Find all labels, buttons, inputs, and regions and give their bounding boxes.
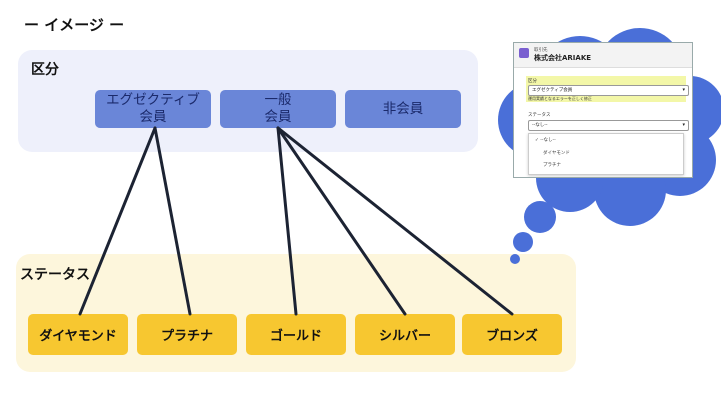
thought-bubble-medium <box>513 232 533 252</box>
mini-header: 取引先 株式会社ARIAKE <box>514 43 692 68</box>
mini-option[interactable]: ダイヤモンド <box>543 151 570 156</box>
connector-line <box>78 126 157 316</box>
mini-option[interactable]: プラチナ <box>543 163 561 168</box>
connector-line <box>276 126 407 316</box>
mini-field1-label: 区分 <box>528 79 537 84</box>
status-silver: シルバー <box>355 314 455 355</box>
mini-subtitle: 取引先 <box>534 48 548 53</box>
mini-field1-value: エグゼクティブ会員 <box>532 88 573 93</box>
mini-field2-select[interactable]: --なし-- ▾ <box>528 120 689 131</box>
account-icon <box>519 48 529 58</box>
connector-line <box>276 126 514 316</box>
thought-bubble-large <box>524 201 556 233</box>
mini-title: 株式会社ARIAKE <box>534 54 592 62</box>
status-platinum: プラチナ <box>137 314 237 355</box>
chevron-down-icon: ▾ <box>682 87 685 93</box>
chevron-down-icon: ▾ <box>682 122 685 128</box>
mini-screenshot: 取引先 株式会社ARIAKE 区分 エグゼクティブ会員 ▾ 運用実績となるエラー… <box>513 42 693 178</box>
category-executive: エグゼクティブ 会員 <box>95 90 211 128</box>
category-general: 一般 会員 <box>220 90 336 128</box>
connector-line <box>153 126 192 316</box>
mini-field1-note: 運用実績となるエラーを正しく修正 <box>528 96 592 101</box>
category-panel-label: 区分 <box>31 62 59 78</box>
diagram-heading: ー イメージ ー <box>24 16 125 34</box>
connector-line <box>276 126 298 316</box>
status-bronze: ブロンズ <box>462 314 562 355</box>
status-gold: ゴールド <box>246 314 346 355</box>
mini-field2-label: ステータス <box>528 113 551 118</box>
status-diamond: ダイヤモンド <box>28 314 128 355</box>
mini-option[interactable]: ✓ --なし-- <box>535 138 556 143</box>
category-non-member: 非会員 <box>345 90 461 128</box>
mini-field1-select[interactable]: エグゼクティブ会員 ▾ <box>528 85 689 96</box>
mini-dropdown: ✓ --なし-- ダイヤモンド プラチナ <box>528 133 684 175</box>
mini-field2-value: --なし-- <box>532 123 548 128</box>
thought-bubble-small <box>510 254 520 264</box>
status-panel-label: ステータス <box>20 267 90 283</box>
